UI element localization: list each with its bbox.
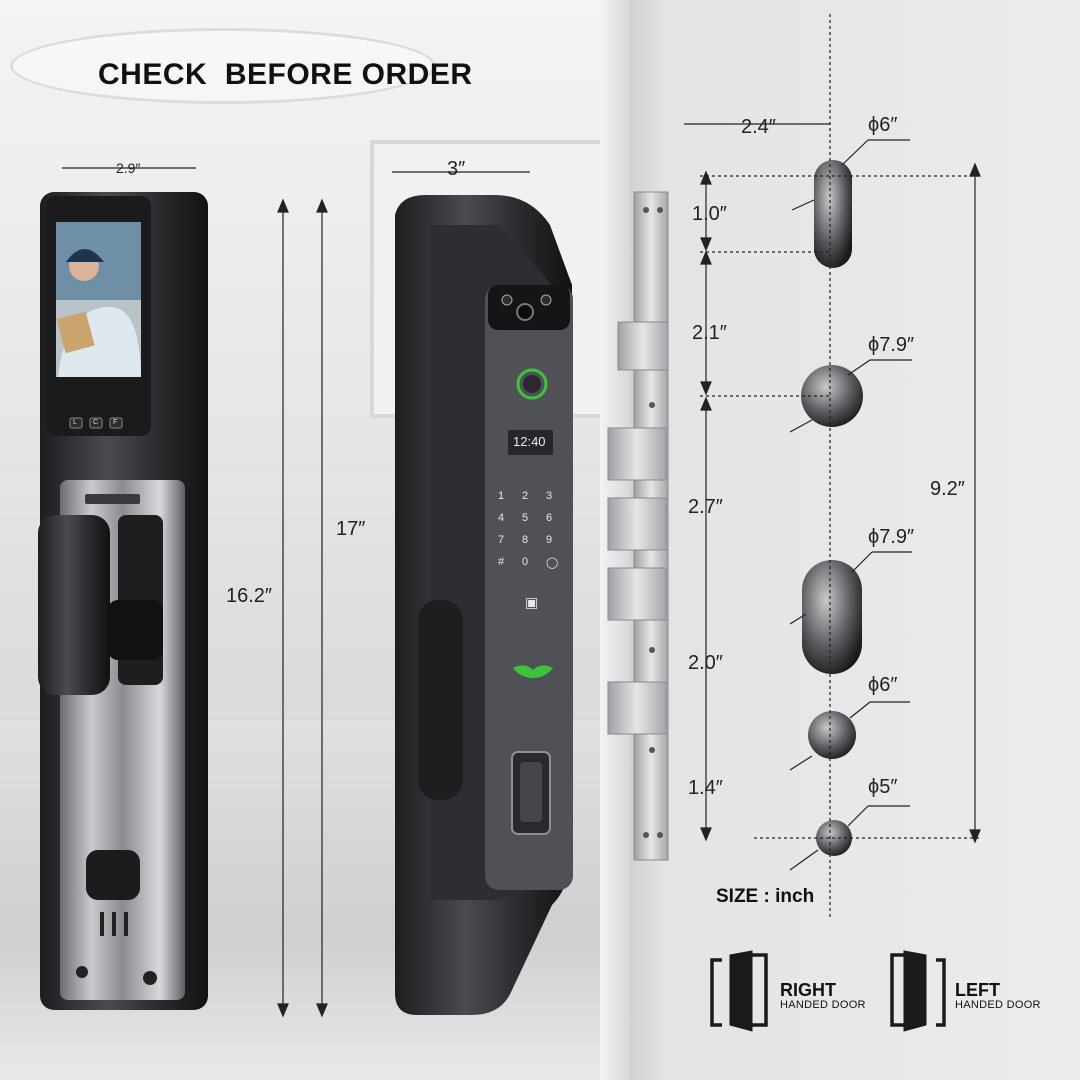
front-width-label: 2.9″ — [116, 160, 141, 176]
screen-button-l[interactable]: L — [73, 419, 77, 426]
key-3[interactable]: 3 — [546, 490, 553, 502]
segment-2-label: 2.1″ — [692, 322, 727, 344]
key-6[interactable]: 6 — [546, 512, 553, 524]
key-9[interactable]: 9 — [546, 534, 553, 546]
bell-icon[interactable]: ◯ — [546, 557, 559, 569]
key-8[interactable]: 8 — [522, 534, 529, 546]
mortise-lock — [607, 191, 669, 861]
segment-3-label: 2.7″ — [688, 496, 723, 518]
front-panel — [38, 192, 208, 1010]
total-height-label: 9.2″ — [930, 478, 965, 500]
side-panel — [395, 195, 573, 1015]
right-handed-door-icon — [710, 950, 768, 1032]
left-door-subtitle: HANDED DOOR — [955, 999, 1041, 1011]
right-door-title: RIGHT — [780, 980, 836, 1000]
hole-4 — [808, 711, 856, 759]
front-height-label: 16.2″ — [226, 585, 273, 607]
screen-button-c[interactable]: C — [93, 419, 99, 426]
lock-icon[interactable]: ▣ — [525, 594, 539, 610]
key-5[interactable]: 5 — [522, 512, 529, 524]
keypad: 1 2 3 4 5 6 7 8 9 # 0 ◯ — [498, 490, 570, 569]
dimension-lines — [62, 14, 981, 1018]
key-4[interactable]: 4 — [498, 512, 505, 524]
right-door-subtitle: HANDED DOOR — [780, 999, 866, 1011]
hole-3-label: ϕ7.9″ — [868, 526, 915, 548]
clock-display: 12:40 — [513, 434, 546, 449]
hole-4-label: ϕ6″ — [868, 674, 898, 696]
key-cover — [86, 850, 140, 900]
key-2[interactable]: 2 — [522, 490, 529, 502]
key-0[interactable]: 0 — [522, 556, 529, 568]
page-title: CHECK BEFORE ORDER — [98, 58, 473, 91]
key-7[interactable]: 7 — [498, 534, 505, 546]
screen-button-f[interactable]: F — [113, 419, 118, 426]
key-1[interactable]: 1 — [498, 490, 505, 502]
side-height-label: 17″ — [336, 518, 366, 540]
logo-icon — [513, 665, 553, 678]
left-door-title: LEFT — [955, 980, 1000, 1000]
front-handle — [38, 515, 110, 695]
hole-5-label: ϕ5″ — [868, 776, 898, 798]
segment-1-label: 1.0″ — [692, 203, 727, 225]
size-unit-label: SIZE : inch — [716, 886, 815, 907]
segment-4-label: 2.0″ — [688, 652, 723, 674]
fingerprint-sensor — [516, 368, 548, 400]
ceiling-light — [10, 28, 436, 104]
key-hash[interactable]: # — [498, 556, 505, 568]
hole-2 — [801, 365, 863, 427]
hole-3 — [802, 560, 862, 674]
hole-1-label: ϕ6″ — [868, 114, 898, 136]
side-width-label: 3″ — [447, 158, 466, 180]
hole-1 — [814, 160, 852, 268]
mortise-depth-label: 2.4″ — [741, 116, 776, 138]
segment-5-label: 1.4″ — [688, 777, 723, 799]
left-handed-door-icon — [890, 950, 946, 1032]
hole-2-label: ϕ7.9″ — [868, 334, 915, 356]
